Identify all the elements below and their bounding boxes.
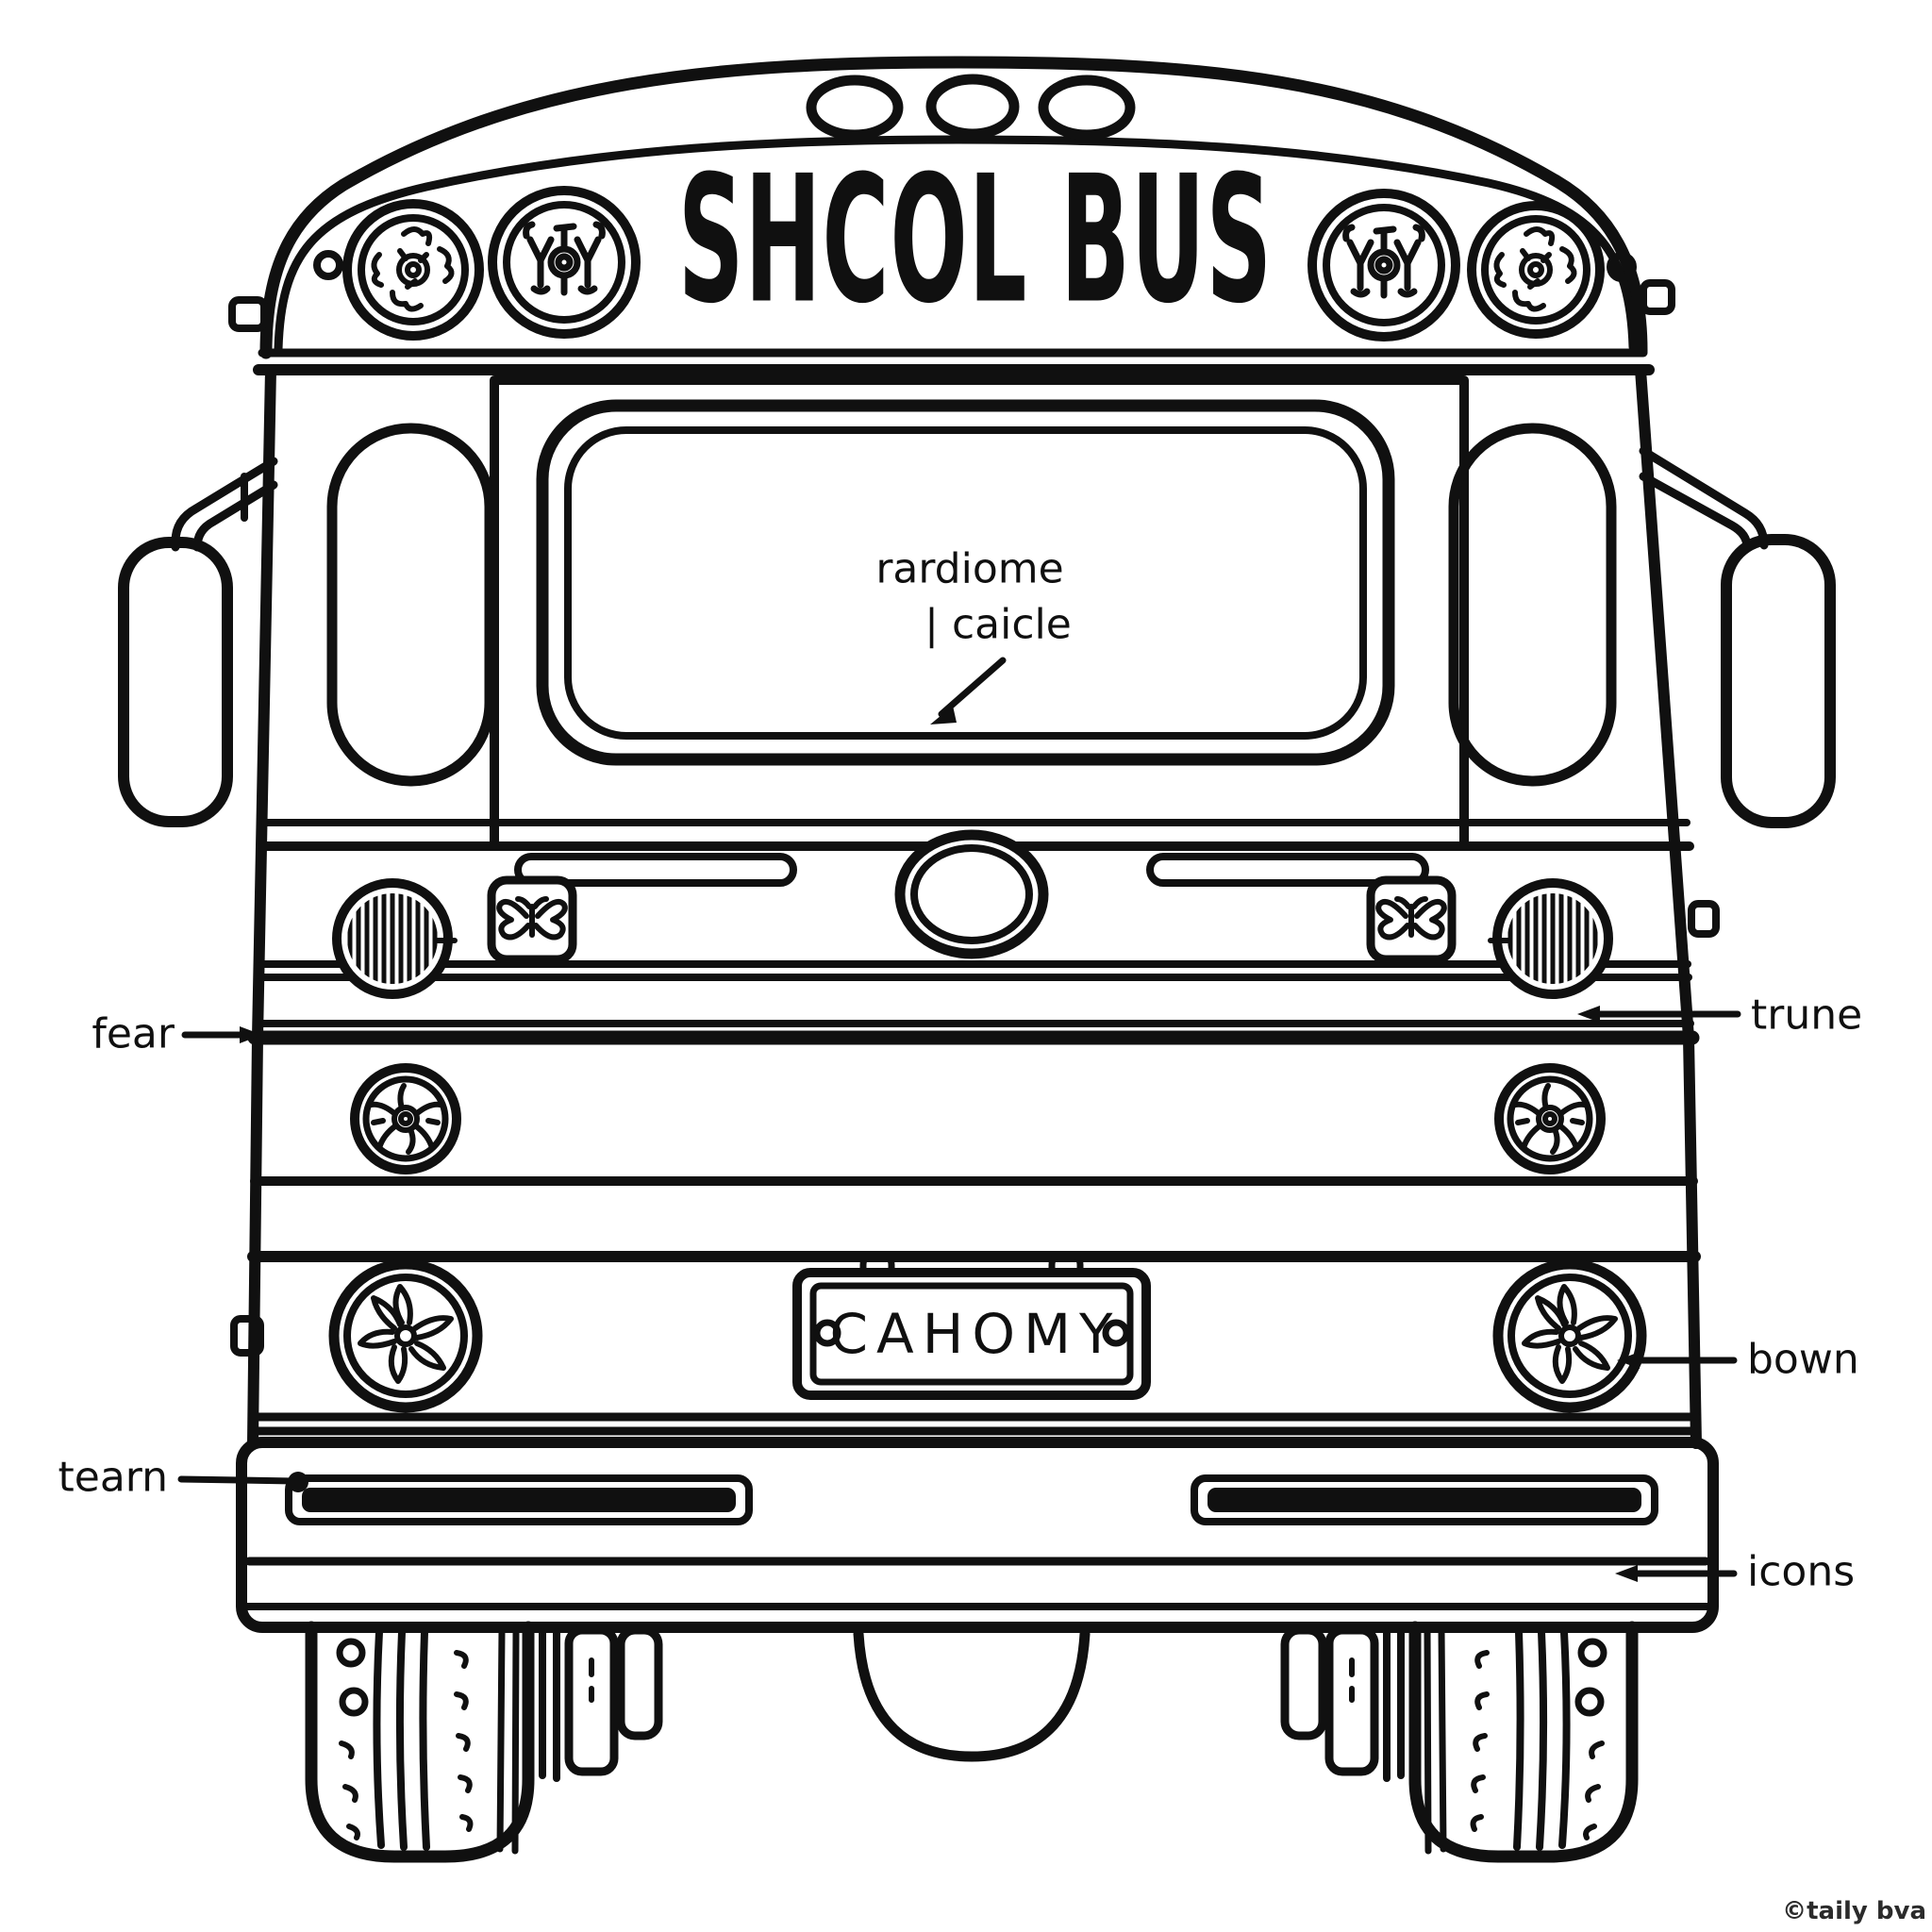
engine-cover-section <box>258 829 1692 994</box>
plate-bolt-icon <box>813 1319 841 1347</box>
license-plate-text: CAHOMY <box>829 1302 1122 1366</box>
window-annotation-line2: | caicle <box>924 600 1072 649</box>
side-pillar-panel <box>326 423 495 787</box>
callout-label-tearn: tearn <box>58 1453 169 1502</box>
bumper-slot <box>285 1474 753 1525</box>
roof-marker-ovals-icon <box>806 74 1136 141</box>
tearn-leader-line <box>177 1475 298 1485</box>
butterfly-emblem-icon <box>487 875 577 964</box>
warning-light-icon <box>1467 201 1605 339</box>
bolt-icon <box>1607 252 1637 282</box>
bus-header-text: SHCOL BUS <box>677 137 1274 342</box>
hatched-lamp-icon <box>337 883 458 994</box>
scribble-lamp-icon <box>1494 1063 1606 1174</box>
trune-arrowhead <box>1577 1006 1600 1023</box>
fear-arrowhead <box>240 1026 262 1043</box>
bumper-slot <box>1191 1474 1658 1525</box>
inner-dual-wheel <box>1280 1625 1405 1782</box>
callout-leaders <box>177 657 1741 1582</box>
trim-bar <box>1146 853 1429 887</box>
roof-cap <box>228 56 1675 375</box>
icons-arrowhead <box>1615 1565 1638 1582</box>
tearn-pointer-dot <box>288 1472 308 1492</box>
callout-label-fear: fear <box>92 1009 175 1058</box>
roof-inner-outline <box>274 135 1638 354</box>
engine-badge-icon <box>894 829 1049 959</box>
callout-label-bown: bown <box>1747 1335 1859 1384</box>
bumper-icon <box>236 1437 1719 1633</box>
warning-light-icon <box>1307 189 1460 341</box>
watermark-text: ©taily bva <box>1782 1897 1926 1925</box>
rear-window-outer <box>536 399 1395 766</box>
license-plate-icon <box>792 1252 1151 1400</box>
callout-label-icons: icons <box>1747 1547 1856 1596</box>
callout-label-trune: trune <box>1751 991 1863 1040</box>
corner-latch-icon <box>1640 279 1675 315</box>
butterfly-emblem-icon <box>1366 875 1457 964</box>
warning-light-icon <box>342 199 484 341</box>
annotation-arrowhead <box>930 706 957 724</box>
side-latch-icon <box>1688 900 1720 938</box>
hatched-lamp-icon <box>1488 883 1608 994</box>
corner-latch-icon <box>228 296 268 332</box>
inner-dual-wheel <box>539 1625 663 1782</box>
side-mirror-icon <box>118 457 278 827</box>
body-right-edge <box>1635 364 1702 1449</box>
window-annotation-line1: rardiome <box>875 544 1064 593</box>
lower-body-section <box>230 900 1720 1436</box>
tire-icon <box>1408 1621 1639 1863</box>
scribble-lamp-icon <box>350 1063 461 1174</box>
body-left-edge <box>247 364 276 1449</box>
plate-bolt-icon <box>1102 1319 1130 1347</box>
bown-arrowhead <box>1617 1352 1640 1369</box>
warning-light-icon <box>488 186 641 339</box>
side-pillar-panel <box>1448 423 1617 787</box>
starburst-lamp-icon <box>328 1258 483 1413</box>
annotation-arrow-line <box>938 657 1007 718</box>
side-mirror-icon <box>1639 446 1836 828</box>
starburst-lamp-icon <box>1492 1258 1647 1413</box>
roof-outer-outline <box>259 56 1648 359</box>
undercarriage <box>305 1621 1639 1863</box>
tire-icon <box>305 1621 535 1863</box>
bolt-icon <box>313 250 343 280</box>
side-latch-icon <box>230 1315 264 1357</box>
rear-window-inner <box>564 426 1367 740</box>
trim-bar <box>514 853 797 887</box>
axle-arch <box>853 1628 1091 1762</box>
